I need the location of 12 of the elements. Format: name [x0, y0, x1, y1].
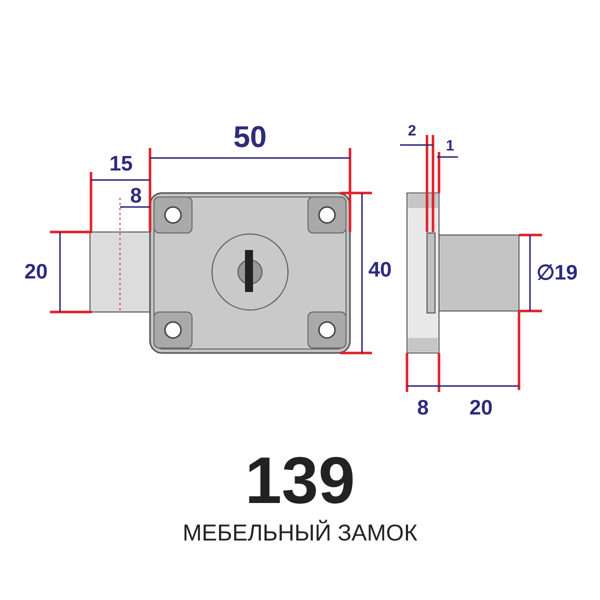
dimension-label: 20	[469, 398, 493, 418]
dimension-label: 15	[109, 154, 133, 174]
dimension-label: 1	[446, 138, 454, 154]
dimension-label: 20	[24, 262, 48, 282]
dimension-label: 8	[130, 186, 142, 206]
dimension-label: 2	[408, 124, 416, 138]
dimension-label: 50	[233, 123, 267, 153]
dimension-label: 40	[368, 260, 392, 280]
dimension-label: ∅19	[536, 262, 578, 284]
model-number: 139	[244, 447, 356, 513]
caption: МЕБЕЛЬНЫЙ ЗАМОК	[182, 522, 418, 544]
dimension-label: 8	[417, 398, 429, 418]
